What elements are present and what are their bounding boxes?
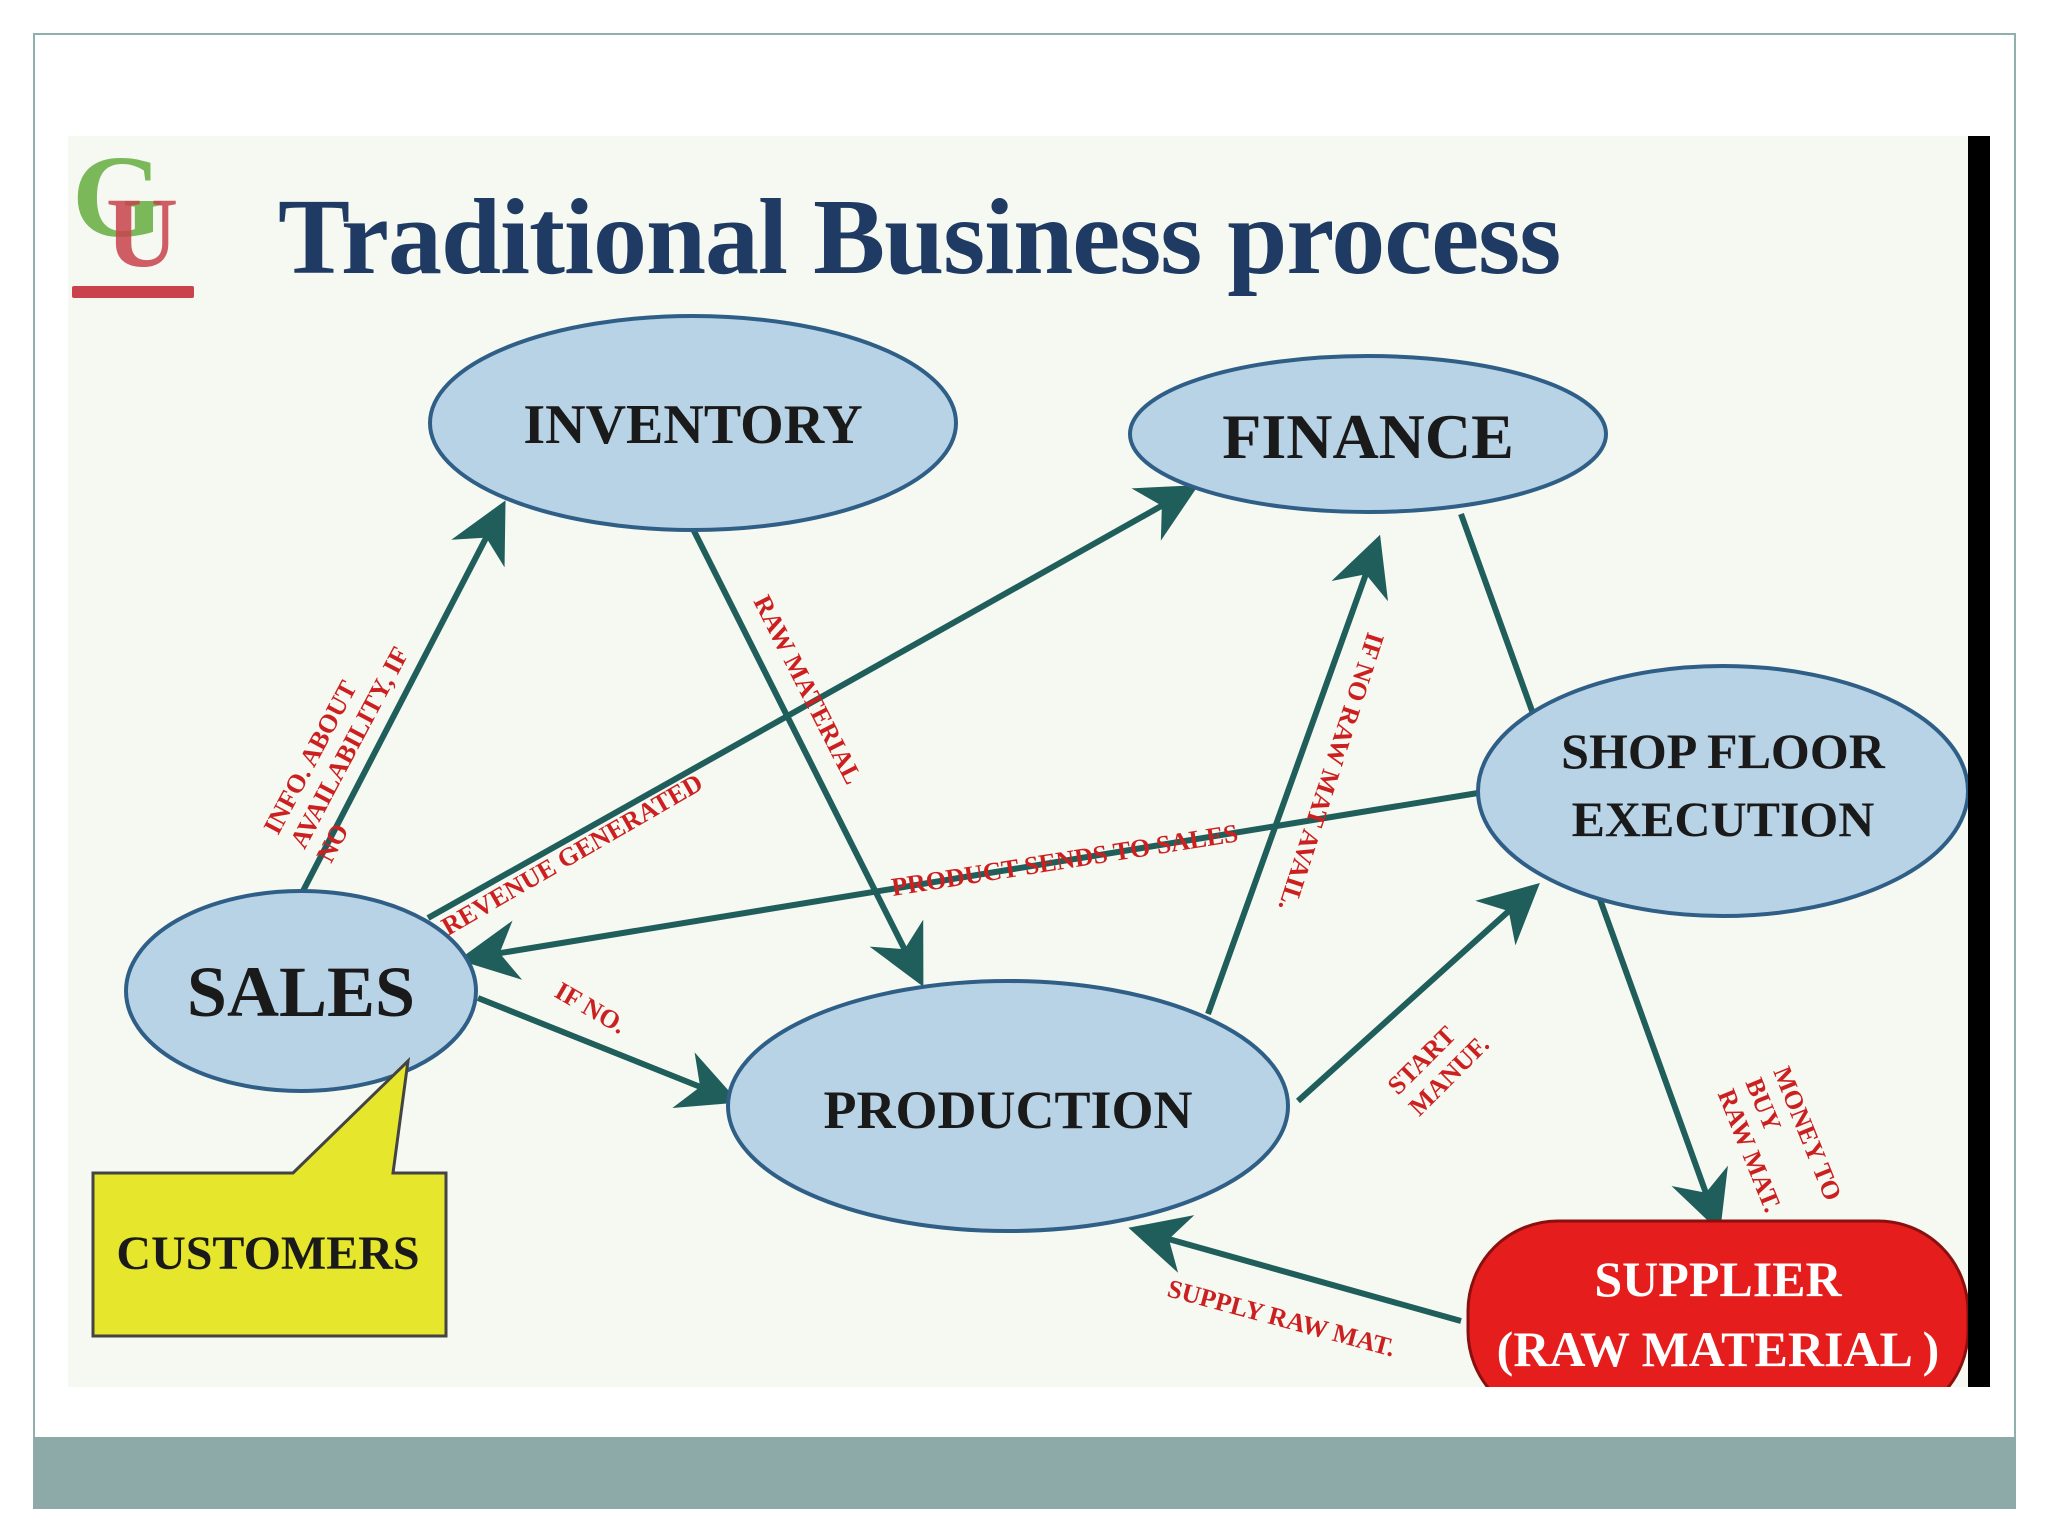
arrow-sales-to-inventory: [300, 500, 506, 893]
arrow-inventory-to-production: [690, 527, 924, 987]
supplier-label-line2: (RAW MATERIAL ): [1497, 1321, 1940, 1377]
label-info-availability: INFO. ABOUT AVAILABILITY, IF NO: [258, 642, 415, 867]
right-edge-bar: [1968, 136, 1990, 1387]
shop-floor-label-line1: SHOP FLOOR: [1561, 723, 1886, 779]
production-label: PRODUCTION: [823, 1080, 1192, 1140]
customers-label: CUSTOMERS: [116, 1227, 419, 1280]
shop-floor-label-line2: EXECUTION: [1572, 791, 1875, 847]
customers-callout: CUSTOMERS: [91, 1056, 448, 1338]
process-diagram: INVENTORY FINANCE SALES SHOP FLOOR EXECU…: [91, 314, 1970, 1387]
arrow-supplier-to-production: [1128, 1215, 1462, 1324]
svg-text:U: U: [106, 177, 178, 288]
university-logo-icon: G U: [72, 136, 194, 298]
arrow-sales-to-finance: [426, 485, 1199, 921]
label-start-manuf: START MANUF.: [1382, 1020, 1495, 1121]
supplier-label-line1: SUPPLIER: [1594, 1251, 1842, 1307]
page-title: Traditional Business process: [278, 178, 1561, 297]
arrow-production-to-finance: [1205, 534, 1389, 1016]
arrow-sales-to-production: [476, 995, 740, 1109]
arrow-shopfloor-to-sales: [458, 790, 1479, 980]
arrow-production-to-shopfloor: [1295, 882, 1540, 1104]
label-revenue-generated: REVENUE GENERATED: [437, 768, 708, 941]
footer-band: [33, 1437, 2016, 1509]
diagram-image: G U Traditional Business process INVENTO…: [68, 136, 1986, 1387]
finance-label: FINANCE: [1222, 401, 1514, 472]
sales-label: SALES: [187, 952, 415, 1032]
node-inventory: INVENTORY: [428, 314, 958, 532]
inventory-label: INVENTORY: [523, 394, 862, 456]
svg-text:G: G: [72, 136, 164, 262]
node-supplier: SUPPLIER (RAW MATERIAL ): [1466, 1219, 1970, 1387]
label-supply-raw-mat: SUPPLY RAW MAT.: [1164, 1274, 1398, 1363]
node-shop-floor-execution: SHOP FLOOR EXECUTION: [1476, 664, 1970, 918]
label-product-sends-to-sales: PRODUCT SENDS TO SALES: [889, 818, 1240, 901]
node-sales: SALES: [124, 889, 478, 1093]
node-production: PRODUCTION: [726, 979, 1290, 1233]
label-money-to-buy-raw-mat: MONEY TO BUY RAW MAT.: [1712, 1062, 1848, 1216]
node-finance: FINANCE: [1128, 354, 1608, 514]
